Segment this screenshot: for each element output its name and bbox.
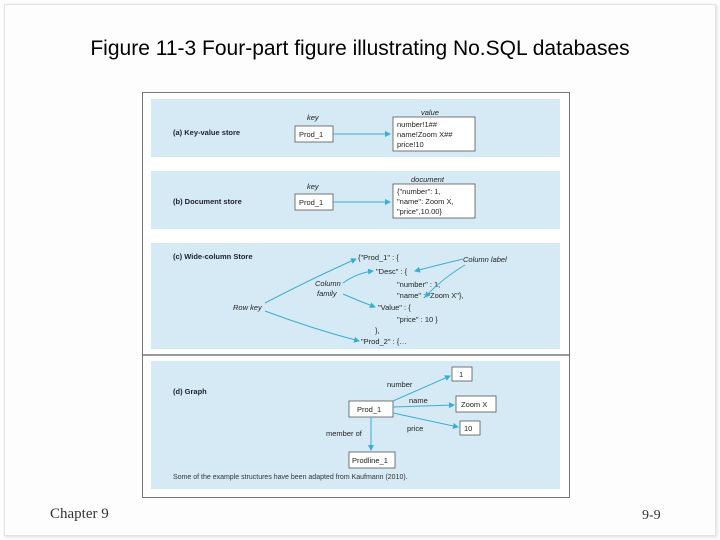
edge-name-label: name: [409, 396, 428, 405]
panel-a-value-box: [392, 116, 476, 152]
panel-a-value-line-1: number!1##: [397, 120, 438, 129]
panel-c-code-line-5: "Value" : {: [378, 303, 411, 312]
panel-c-code-line-2: "Desc" : {: [376, 267, 408, 276]
edge-price-label: price: [407, 424, 423, 433]
nosql-figure: (a) Key-value store key value Prod_1 num…: [142, 92, 570, 498]
panel-b-key-caption: key: [307, 182, 320, 191]
node-name: [455, 395, 497, 413]
edge-name-arrow: [392, 402, 455, 409]
panel-b-doc-line-2: "name": Zoom X,: [397, 197, 454, 206]
panel-a-key-text: Prod_1: [299, 130, 323, 139]
panel-c-arrow-row-1: [264, 258, 357, 304]
footer-chapter: Chapter 9: [50, 506, 109, 522]
panel-a-value-caption: value: [421, 108, 439, 117]
panel-c-arrow-label-name: [424, 264, 466, 298]
nosql-diagram: (a) Key-value store key value Prod_1 num…: [143, 99, 569, 489]
panel-a-key-caption: key: [307, 113, 320, 122]
edge-number-arrow: [392, 375, 451, 402]
panel-c-arrow-family-value: [342, 293, 376, 309]
panel-a-value-line-2: name!Zoom X##: [397, 130, 453, 139]
panel-a-label: (a) Key-value store: [173, 128, 240, 137]
slide-frame: [4, 4, 716, 536]
panel-c-column-family-2: family: [317, 289, 338, 298]
node-prodline-text: Prodline_1: [352, 456, 388, 465]
panel-c-arrow-label-desc: [414, 258, 464, 273]
node-number: [451, 366, 473, 382]
panel-c-code-line-1: {"Prod_1" : {: [358, 253, 399, 262]
panel-b-key-text: Prod_1: [299, 198, 323, 207]
node-price-text: 10: [464, 424, 472, 433]
panel-c-code-line-3: "number" : 1,: [397, 280, 440, 289]
node-prod-1-text: Prod_1: [357, 405, 381, 414]
node-name-text: Zoom X: [461, 400, 487, 409]
panel-b-doc-line-1: {"number": 1,: [397, 187, 441, 196]
panel-c-code-line-6: "price" : 10 }: [397, 315, 438, 324]
panel-c-label: (c) Wide-column Store: [173, 252, 253, 261]
panel-a-background: [151, 99, 560, 157]
edge-member-label: member of: [326, 429, 363, 438]
panel-c-arrow-row-2: [264, 310, 360, 343]
panel-c-row-key: Row key: [233, 303, 263, 312]
node-number-text: 1: [459, 370, 463, 379]
panel-d-label: (d) Graph: [173, 387, 207, 396]
panel-c-arrow-family-desc: [342, 268, 374, 284]
edge-price-arrow: [392, 412, 459, 429]
panel-b-label: (b) Document store: [173, 197, 242, 206]
panel-b-background: [151, 171, 560, 229]
panel-b-document-box: [392, 183, 476, 219]
panel-c-code-line-8: "Prod_2" : {…: [361, 337, 407, 346]
panel-d-background: [151, 361, 560, 489]
footer-page-number: 9-9: [642, 508, 661, 523]
panel-c-column-family-1: Column: [315, 279, 341, 288]
panel-b-document-caption: document: [411, 175, 445, 184]
edge-number-label: number: [387, 380, 413, 389]
node-price: [459, 420, 481, 436]
node-prodline: [348, 451, 396, 469]
panel-a-value-line-3: price!10: [397, 140, 424, 149]
figure-caption: Some of the example structures have been…: [173, 474, 408, 481]
panel-c-code-line-7: },: [375, 326, 380, 335]
slide-title: Figure 11-3 Four-part figure illustratin…: [90, 37, 630, 60]
panel-c-column-label: Column label: [463, 255, 507, 264]
panel-b-doc-line-3: "price",10.00}: [397, 207, 442, 216]
